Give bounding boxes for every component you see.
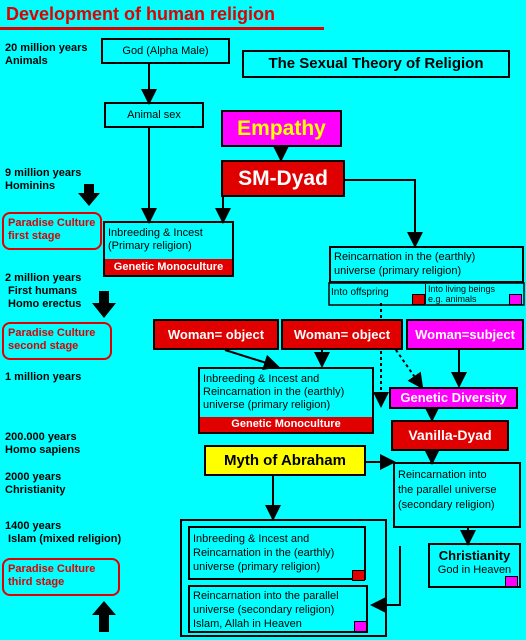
down-arrow-icon-2 [92,291,116,318]
subtitle-box: The Sexual Theory of Religion [242,50,510,78]
paradise-stage-1: Paradise Culture first stage [2,212,102,250]
genetic-monoculture-label-2: Genetic Monoculture [200,417,372,432]
arrow-reinc-parallel-to-islam [370,546,401,613]
paradise-stage-3: Paradise Culture third stage [2,558,120,596]
christianity-title: Christianity [438,548,511,563]
node-genetic-diversity: Genetic Diversity [389,387,518,409]
node-woman-subject: Woman=subject [406,319,524,350]
node-sm-dyad: SM-Dyad [221,160,345,197]
node-christianity: Christianity God in Heaven [428,543,521,588]
paradise-stage-2: Paradise Culture second stage [2,322,112,360]
node-reincarnation-parallel: Reincarnation into the parallel universe… [393,462,521,528]
node-myth-of-abraham: Myth of Abraham [204,445,366,476]
timeline-20my: 20 million years Animals [5,42,88,67]
node-woman-object-2: Woman= object [281,319,403,350]
into-offspring-label: Into offspring [331,287,389,298]
node-woman-object-1: Woman= object [153,319,279,350]
red-marker-offspring [412,294,425,305]
up-arrow-icon [92,601,116,632]
magenta-marker-christianity [505,576,518,587]
inbreeding-primary-text: Inbreeding & Incest (Primary religion) [108,227,203,252]
christianity-subtitle: God in Heaven [437,564,512,576]
node-islam-group [180,519,387,637]
timeline-1my: 1 million years [5,371,82,383]
inbreeding-reincarnation-text: Inbreeding & Incest and Reincarnation in… [203,373,345,411]
node-animal-sex: Animal sex [104,102,204,128]
timeline-2000y: 2000 years Christianity [5,471,66,496]
node-inbreeding-reincarnation: Inbreeding & Incest and Reincarnation in… [198,367,374,434]
node-reincarnation-earthly: Reincarnation in the (earthly) universe … [329,246,524,283]
red-marker-islam [352,570,365,581]
magenta-marker-islam [354,621,367,632]
timeline-9my: 9 million years Hominins [5,167,82,192]
node-inbreeding-primary: Inbreeding & Incest (Primary religion) G… [103,221,234,277]
down-arrow-icon-1 [78,184,100,206]
node-islam-primary: Inbreeding & Incest and Reincarnation in… [188,526,366,580]
timeline-2my: 2 million years First humans Homo erectu… [5,272,82,310]
genetic-monoculture-label-1: Genetic Monoculture [105,259,232,275]
into-living-beings-label: Into living beings e.g. animals [425,284,521,304]
node-vanilla-dyad: Vanilla-Dyad [391,420,509,451]
timeline-200k: 200.000 years Homo sapiens [5,431,81,456]
title-bar: Development of human religion [0,0,326,30]
magenta-marker-living [509,294,522,305]
arrow-obj1-to-inbreeding2 [224,349,280,371]
node-god-alpha-male: God (Alpha Male) [101,38,230,64]
title-underline [0,27,324,30]
arrow-smdyad-to-reincarnation [345,179,423,248]
timeline-1400y: 1400 years Islam (mixed religion) [5,520,122,545]
node-islam-secondary: Reincarnation into the parallel universe… [188,585,368,633]
reincarnation-branch-box [328,282,525,306]
node-empathy: Empathy [221,110,342,147]
page-title: Development of human religion [6,4,276,24]
